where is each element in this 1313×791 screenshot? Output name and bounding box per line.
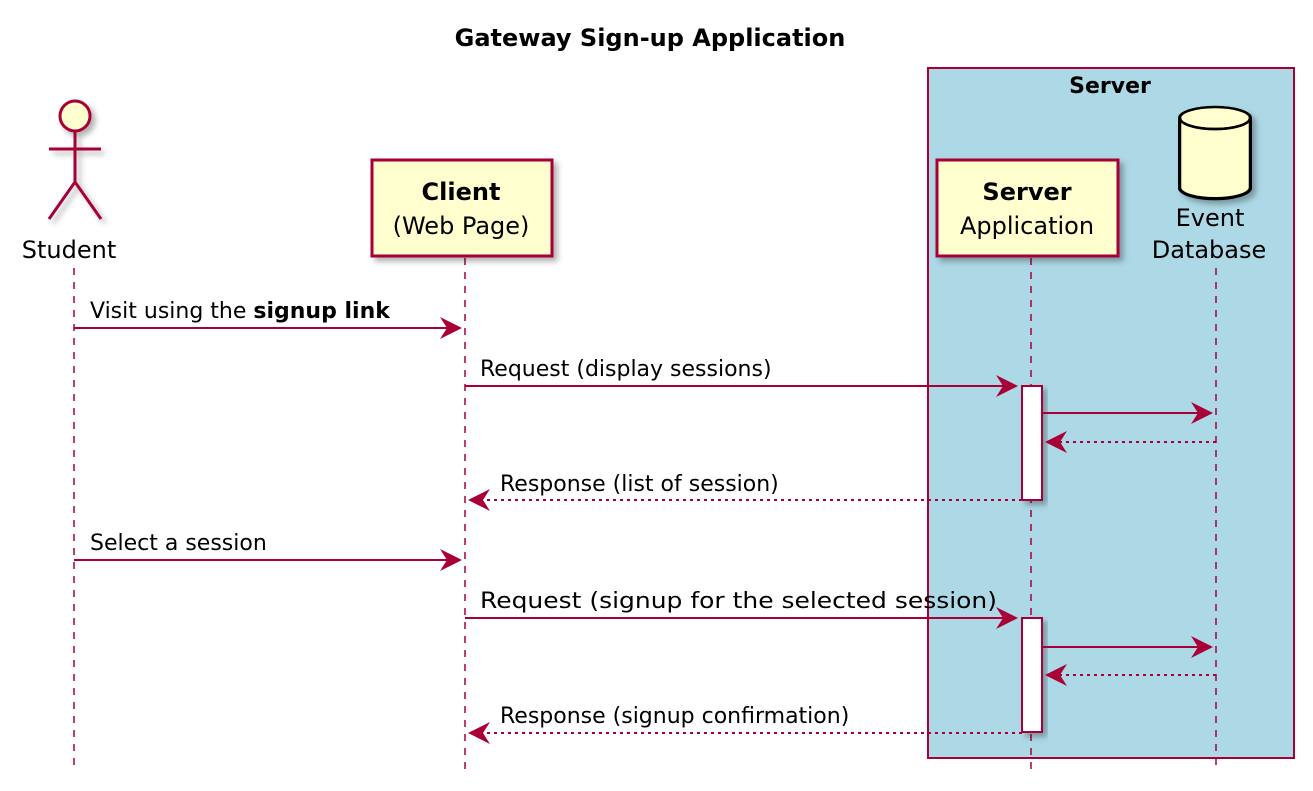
student-actor [47,99,103,220]
arrowhead [440,317,462,339]
message-label: Request (signup for the selected session… [480,589,997,614]
activation-bar [1021,385,1043,501]
client-subtitle: (Web Page) [393,212,530,240]
message: Response (list of session) [468,472,1022,511]
message: Select a session [74,531,462,571]
message: Visit using the signup link [74,299,462,339]
activation-bar [1021,617,1043,733]
participant-server-application: Server Application [935,158,1120,258]
server-group-title: Server [1069,74,1151,99]
student-label: Student [22,236,116,264]
messages: Visit using the signup link Request (dis… [74,299,1216,744]
arrowhead [1045,431,1067,453]
message-label: Response (signup confirmation) [500,704,849,729]
actor-icon [58,99,92,133]
database-icon [1178,105,1252,201]
message [1042,402,1213,424]
message [1045,431,1216,453]
activations [1021,385,1043,733]
message-label: Response (list of session) [500,472,779,497]
arrowhead [996,607,1018,629]
arrowhead [1045,664,1067,686]
database-event: Event Database [1152,105,1267,264]
message-label: Select a session [90,531,267,556]
arrowhead [1191,402,1213,424]
event-db-line1: Event [1176,204,1245,232]
participant-client: Client (Web Page) [370,158,554,258]
lifelines [73,258,1217,772]
arrowhead [440,549,462,571]
arrowhead [468,722,490,744]
message: Response (signup confirmation) [468,704,1022,744]
server-app-name: Server [982,178,1071,206]
message-label: Visit using the signup link [90,299,391,324]
arrowhead [1191,636,1213,658]
client-name: Client [422,178,501,206]
message: Request (signup for the selected session… [465,589,1018,629]
server-app-subtitle: Application [960,212,1094,240]
message [1045,664,1216,686]
arrowhead [468,489,490,511]
message [1042,636,1213,658]
diagram-title: Gateway Sign-up Application [455,24,846,52]
arrowhead [996,375,1018,397]
message: Request (display sessions) [465,357,1018,397]
message-label: Request (display sessions) [480,357,772,382]
event-db-line2: Database [1152,236,1267,264]
